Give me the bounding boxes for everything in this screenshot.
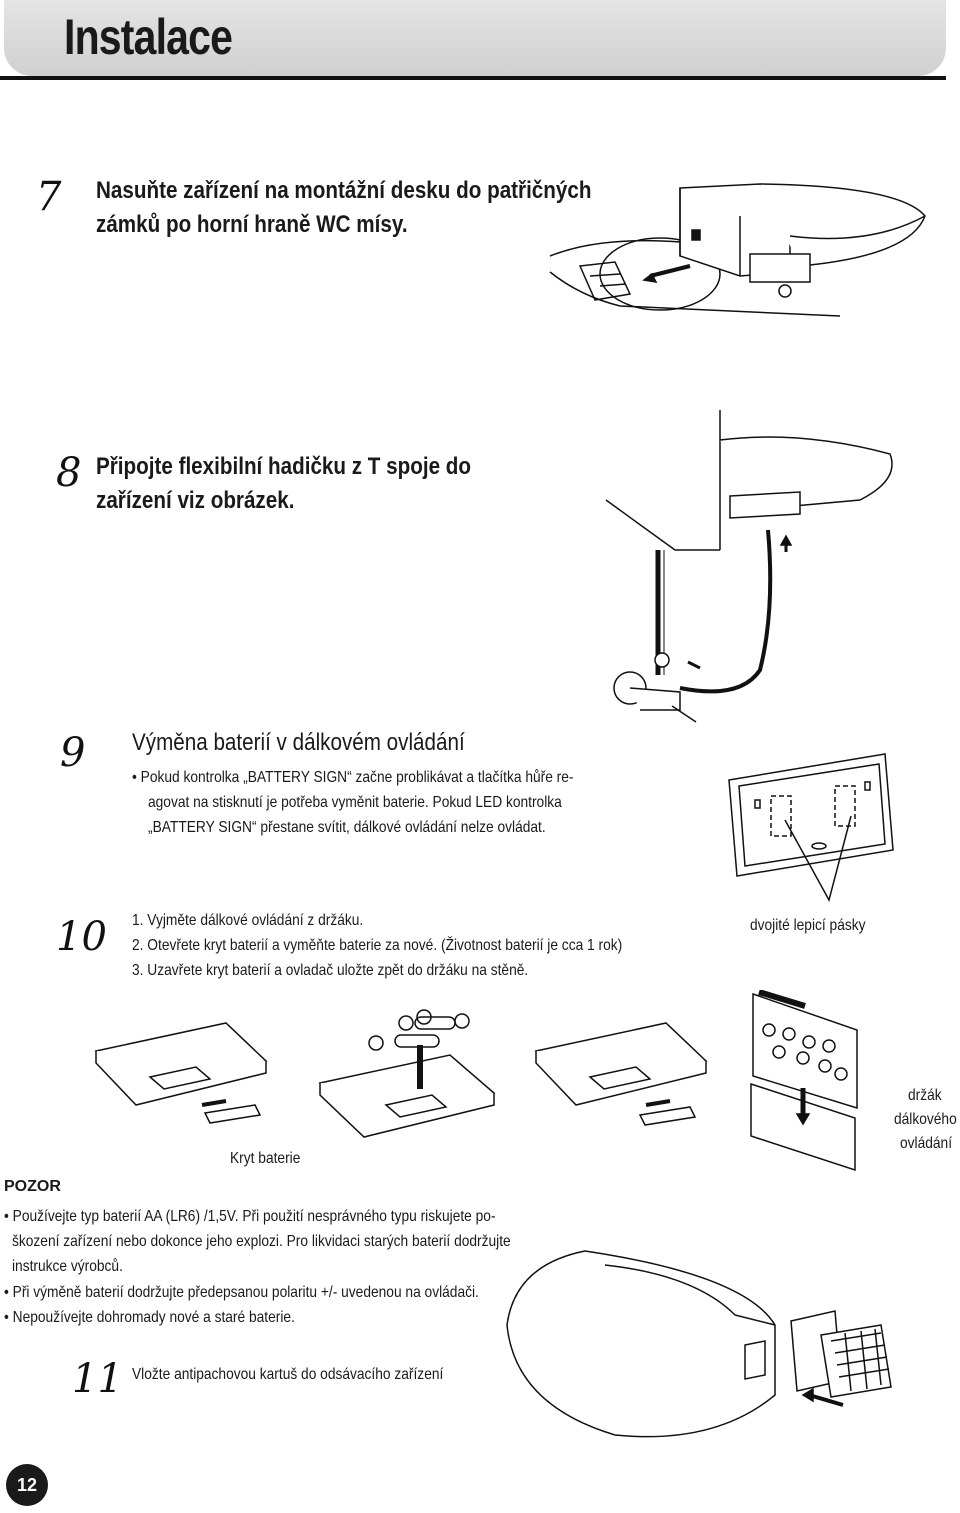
- holder-label-3: ovládání: [900, 1135, 953, 1152]
- step-7-number: 7: [36, 174, 62, 220]
- step-9-heading: Výměna baterií v dálkovém ovládání: [132, 729, 465, 756]
- holder-label-2: dálkového: [894, 1111, 957, 1128]
- page-title: Instalace: [64, 9, 233, 65]
- seat-mounting-illustration: [549, 183, 926, 317]
- battery-cover-label: Kryt baterie: [230, 1150, 301, 1167]
- step-11-number: 11: [72, 1356, 123, 1402]
- tape-label: dvojité lepicí pásky: [750, 917, 866, 934]
- step-9-bullet-line-3: „BATTERY SIGN“ přestane svítit, dálkové …: [148, 819, 546, 836]
- step-9-bullet-line-2: agovat na stisknutí je potřeba vyměnit b…: [148, 794, 562, 811]
- step-8-number: 8: [56, 450, 82, 496]
- battery-replacement-illustration: [94, 1009, 708, 1138]
- step-10-number: 10: [56, 914, 107, 960]
- remote-and-holder-illustration: [750, 990, 858, 1172]
- header-rule: [0, 76, 946, 80]
- caution-line-2: škození zařízení nebo dokonce jeho explo…: [12, 1233, 511, 1250]
- caution-line-5: • Nepoužívejte dohromady nové a staré ba…: [4, 1309, 295, 1326]
- step-8-text-2: zařízení viz obrázek.: [96, 487, 295, 514]
- step-9-bullet-line-1: • Pokud kontrolka „BATTERY SIGN“ začne p…: [132, 769, 574, 786]
- step-11-text: Vložte antipachovou kartuš do odsávacího…: [132, 1366, 444, 1383]
- step-10-item-2: 2. Otevřete kryt baterií a vyměňte bater…: [132, 937, 623, 954]
- step-9-number: 9: [60, 730, 86, 776]
- page-header: [4, 0, 946, 76]
- step-7-text-1: Nasuňte zařízení na montážní desku do pa…: [96, 177, 592, 204]
- step-10-item-3: 3. Uzavřete kryt baterií a ovladač uložt…: [132, 962, 529, 979]
- holder-label-1: držák: [908, 1087, 942, 1104]
- caution-line-1: • Používejte typ baterií AA (LR6) /1,5V.…: [4, 1208, 496, 1225]
- caution-title: POZOR: [4, 1178, 61, 1195]
- deodorizer-cartridge-illustration: [506, 1250, 892, 1438]
- caution-line-4: • Při výměně baterií dodržujte předepsan…: [4, 1284, 479, 1301]
- page-number: 12: [6, 1464, 48, 1506]
- hose-connection-illustration: [605, 410, 893, 723]
- step-8-text-1: Připojte flexibilní hadičku z T spoje do: [96, 453, 472, 480]
- step-10-item-1: 1. Vyjměte dálkové ovládání z držáku.: [132, 912, 364, 929]
- remote-holder-back-illustration: [728, 753, 894, 903]
- step-7-text-2: zámků po horní hraně WC mísy.: [96, 211, 408, 238]
- caution-line-3: instrukce výrobců.: [12, 1258, 123, 1275]
